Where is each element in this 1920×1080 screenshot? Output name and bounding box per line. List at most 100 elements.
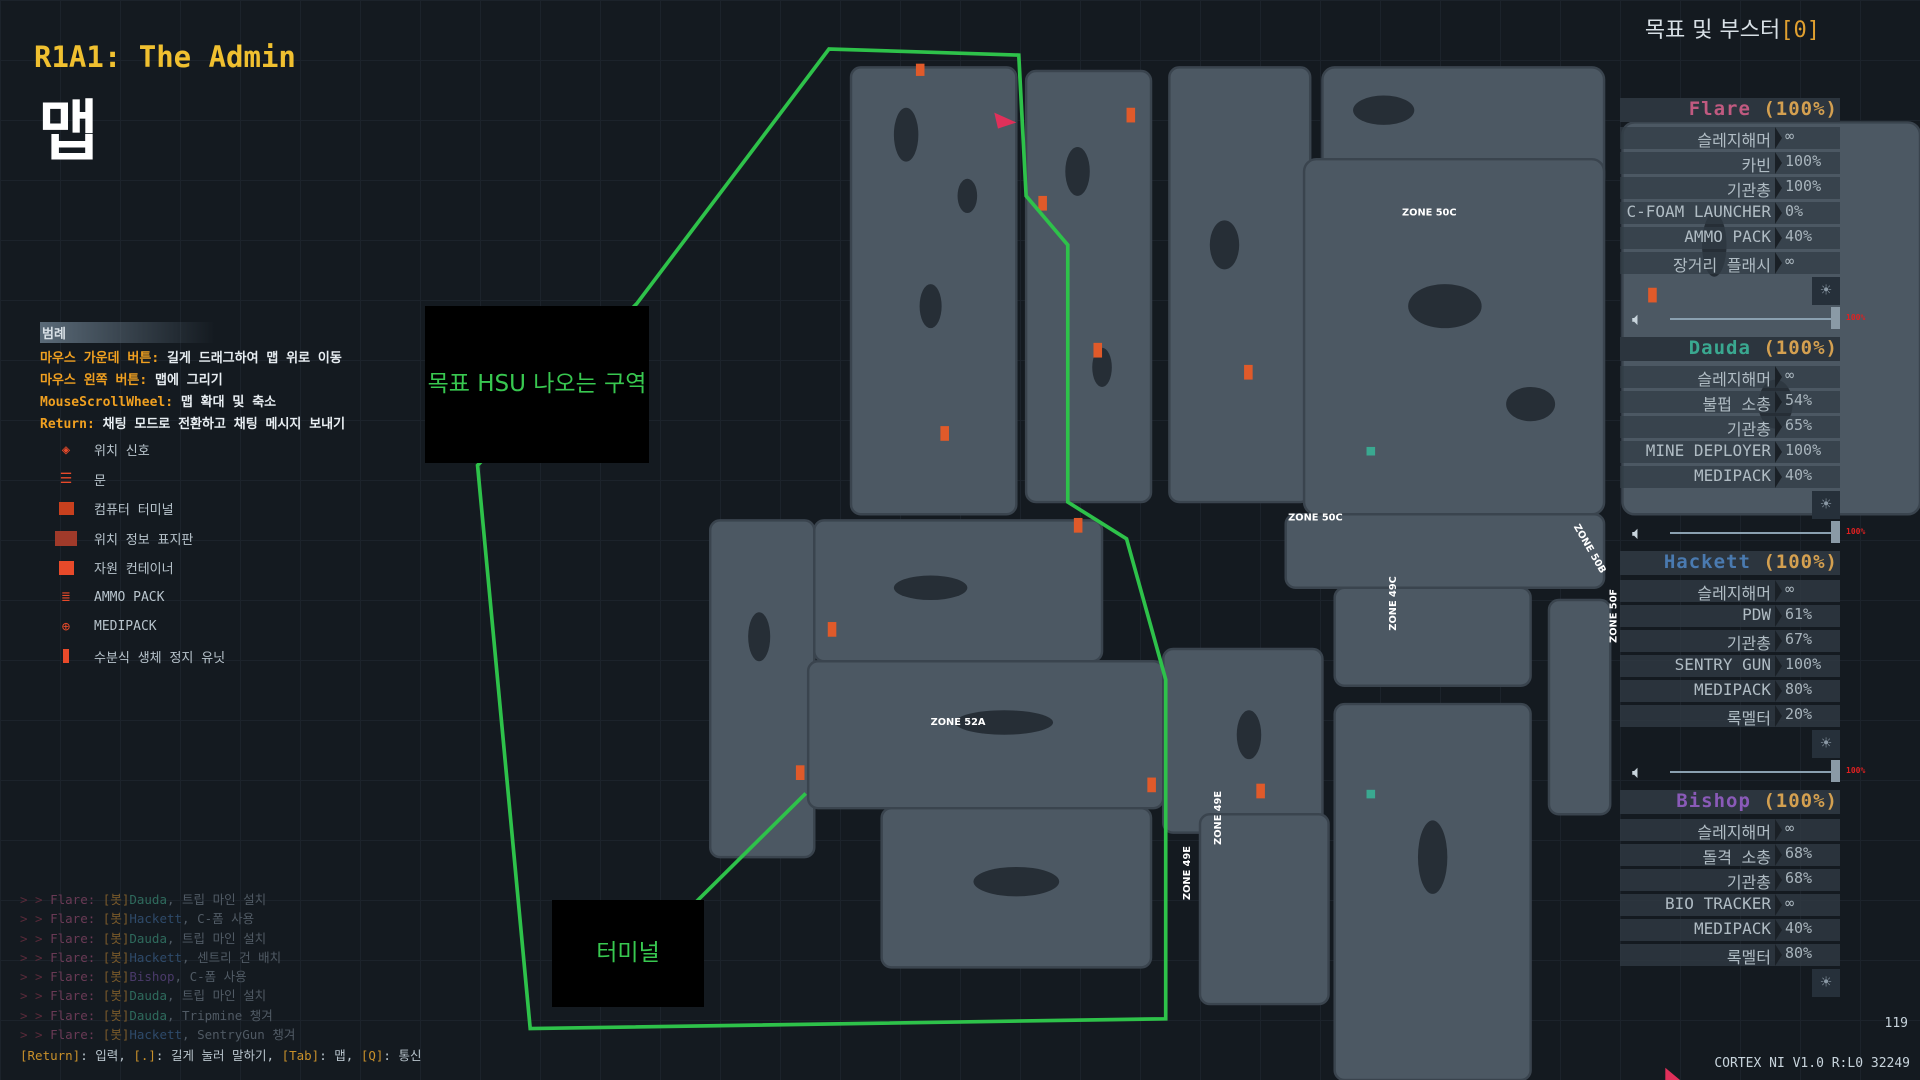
volume-percent: 100%: [1846, 766, 1866, 775]
chat-prompt: > >: [20, 1007, 43, 1023]
player-name: Bishop: [1676, 790, 1751, 812]
brightness-button[interactable]: ☀: [1620, 277, 1840, 305]
voice-volume-slider[interactable]: 🔈︎100%: [1620, 760, 1865, 784]
zone-label: ZONE 49C: [1388, 576, 1399, 630]
speaker-icon: 🔈︎: [1632, 308, 1643, 330]
bot-name: Dauda: [129, 892, 167, 907]
chat-sender: Flare:: [50, 949, 96, 965]
chevron-icon: [1775, 441, 1782, 463]
chat-prompt: > >: [20, 892, 43, 907]
chevron-icon: [1775, 252, 1782, 274]
chat-message: , SentryGun 챙겨: [182, 1027, 296, 1043]
bot-tag: [봇]: [102, 949, 130, 965]
chat-message: , 트립 마인 설치: [167, 988, 267, 1004]
chevron-icon: [1775, 580, 1782, 602]
inventory-row: 슬레지해머∞: [1620, 819, 1840, 842]
brightness-button[interactable]: ☀: [1620, 491, 1840, 519]
zone-label: ZONE 52A: [931, 717, 986, 728]
objectives-header[interactable]: 목표 및 부스터[0]: [1645, 12, 1820, 44]
chat-sender: Flare:: [50, 892, 96, 907]
legend-item: ⊕MEDIPACK: [40, 612, 345, 642]
item-name: 장거리 플래시: [1673, 256, 1771, 275]
item-name: 기관총: [1726, 420, 1771, 439]
item-name: PDW: [1742, 605, 1771, 624]
chevron-icon: [1775, 819, 1782, 841]
item-name: 돌격 소총: [1702, 848, 1771, 867]
item-name: MEDIPACK: [1693, 466, 1771, 485]
bot-name: Hackett: [129, 911, 183, 927]
brightness-button[interactable]: ☀: [1620, 730, 1840, 758]
resource-container-icon: [55, 560, 77, 576]
ping-diamond-icon: ◈: [61, 441, 71, 458]
item-ammo: 40%: [1785, 227, 1813, 245]
bot-tag: [봇]: [102, 1007, 130, 1023]
control-desc: 맵 확대 및 축소: [180, 395, 277, 410]
item-ammo: ∞: [1785, 580, 1795, 598]
item-name: MEDIPACK: [1693, 919, 1771, 938]
sun-icon: ☀: [1812, 491, 1840, 519]
control-key: 마우스 왼쪽 버튼:: [40, 373, 148, 388]
inventory-row: MEDIPACK 40%: [1620, 919, 1840, 941]
bot-tag: [봇]: [102, 892, 130, 907]
chat-prompt: > >: [20, 1027, 43, 1043]
voice-volume-slider[interactable]: 🔈︎100%: [1620, 521, 1865, 545]
hint-text: : 맵,: [319, 1048, 361, 1064]
item-ammo: 68%: [1785, 869, 1813, 887]
legend-item-label: AMMO PACK: [94, 589, 165, 605]
sun-icon: ☀: [1812, 277, 1840, 305]
player-name: Hackett: [1663, 551, 1751, 573]
chevron-icon: [1775, 705, 1782, 727]
brightness-button[interactable]: ☀: [1620, 969, 1840, 997]
cursor-icon: [1665, 1067, 1680, 1080]
chat-prompt: > >: [20, 911, 43, 927]
ammo-pack-icon: ≣: [61, 589, 71, 606]
slider-track[interactable]: [1670, 318, 1840, 320]
legend-item: 자원 컨테이너: [40, 553, 345, 583]
item-ammo: 20%: [1785, 705, 1813, 723]
chat-line: > > Flare: [봇]Hackett, SentryGun 챙겨: [20, 1025, 421, 1044]
item-ammo: ∞: [1785, 127, 1795, 145]
chevron-icon: [1775, 127, 1782, 149]
chevron-icon: [1775, 416, 1782, 438]
bot-tag: [봇]: [102, 911, 130, 927]
slider-track[interactable]: [1670, 771, 1840, 773]
player-name: Flare: [1688, 98, 1751, 120]
item-name: 록멜터: [1726, 709, 1771, 728]
inventory-row: 록멜터 20%: [1620, 705, 1840, 728]
bot-name: Hackett: [129, 949, 183, 965]
voice-volume-slider[interactable]: 🔈︎100%: [1620, 307, 1865, 331]
slider-knob[interactable]: [1831, 307, 1840, 329]
level-title: R1A1: The Admin: [34, 40, 296, 74]
legend-item-label: 컴퓨터 터미널: [94, 503, 174, 519]
slider-knob[interactable]: [1831, 760, 1840, 782]
slider-knob[interactable]: [1831, 521, 1840, 543]
chevron-icon: [1775, 152, 1782, 174]
chevron-icon: [1775, 869, 1782, 891]
volume-percent: 100%: [1846, 527, 1866, 536]
chat-line: > > Flare: [봇]Hackett, C-폼 사용: [20, 909, 421, 928]
zone-label: ZONE 49E: [1182, 846, 1193, 900]
slider-track[interactable]: [1670, 532, 1840, 534]
bot-name: Dauda: [129, 988, 167, 1004]
legend-header: 범례: [40, 322, 215, 343]
legend-item: 위치 정보 표지판: [40, 524, 345, 554]
player-header: Dauda (100%): [1620, 337, 1840, 361]
player-header: Bishop (100%): [1620, 790, 1840, 814]
hsu-zone-annotation: 목표 HSU 나오는 구역: [425, 306, 649, 463]
version-label: CORTEX NI V1.0 R:L0 32249: [1714, 1056, 1910, 1071]
terminal-markers: [1366, 446, 1376, 799]
item-ammo: 40%: [1785, 919, 1813, 937]
zone-sign-icon: [55, 530, 77, 546]
chat-message: , 센트리 건 배치: [182, 949, 282, 965]
item-name: 록멜터: [1726, 948, 1771, 967]
bot-name: Dauda: [129, 1007, 167, 1023]
hint-key: [.]: [133, 1048, 156, 1064]
item-name: BIO TRACKER: [1665, 894, 1771, 913]
player-header: Flare (100%): [1620, 98, 1840, 122]
player-marker-icon: [994, 112, 1017, 129]
